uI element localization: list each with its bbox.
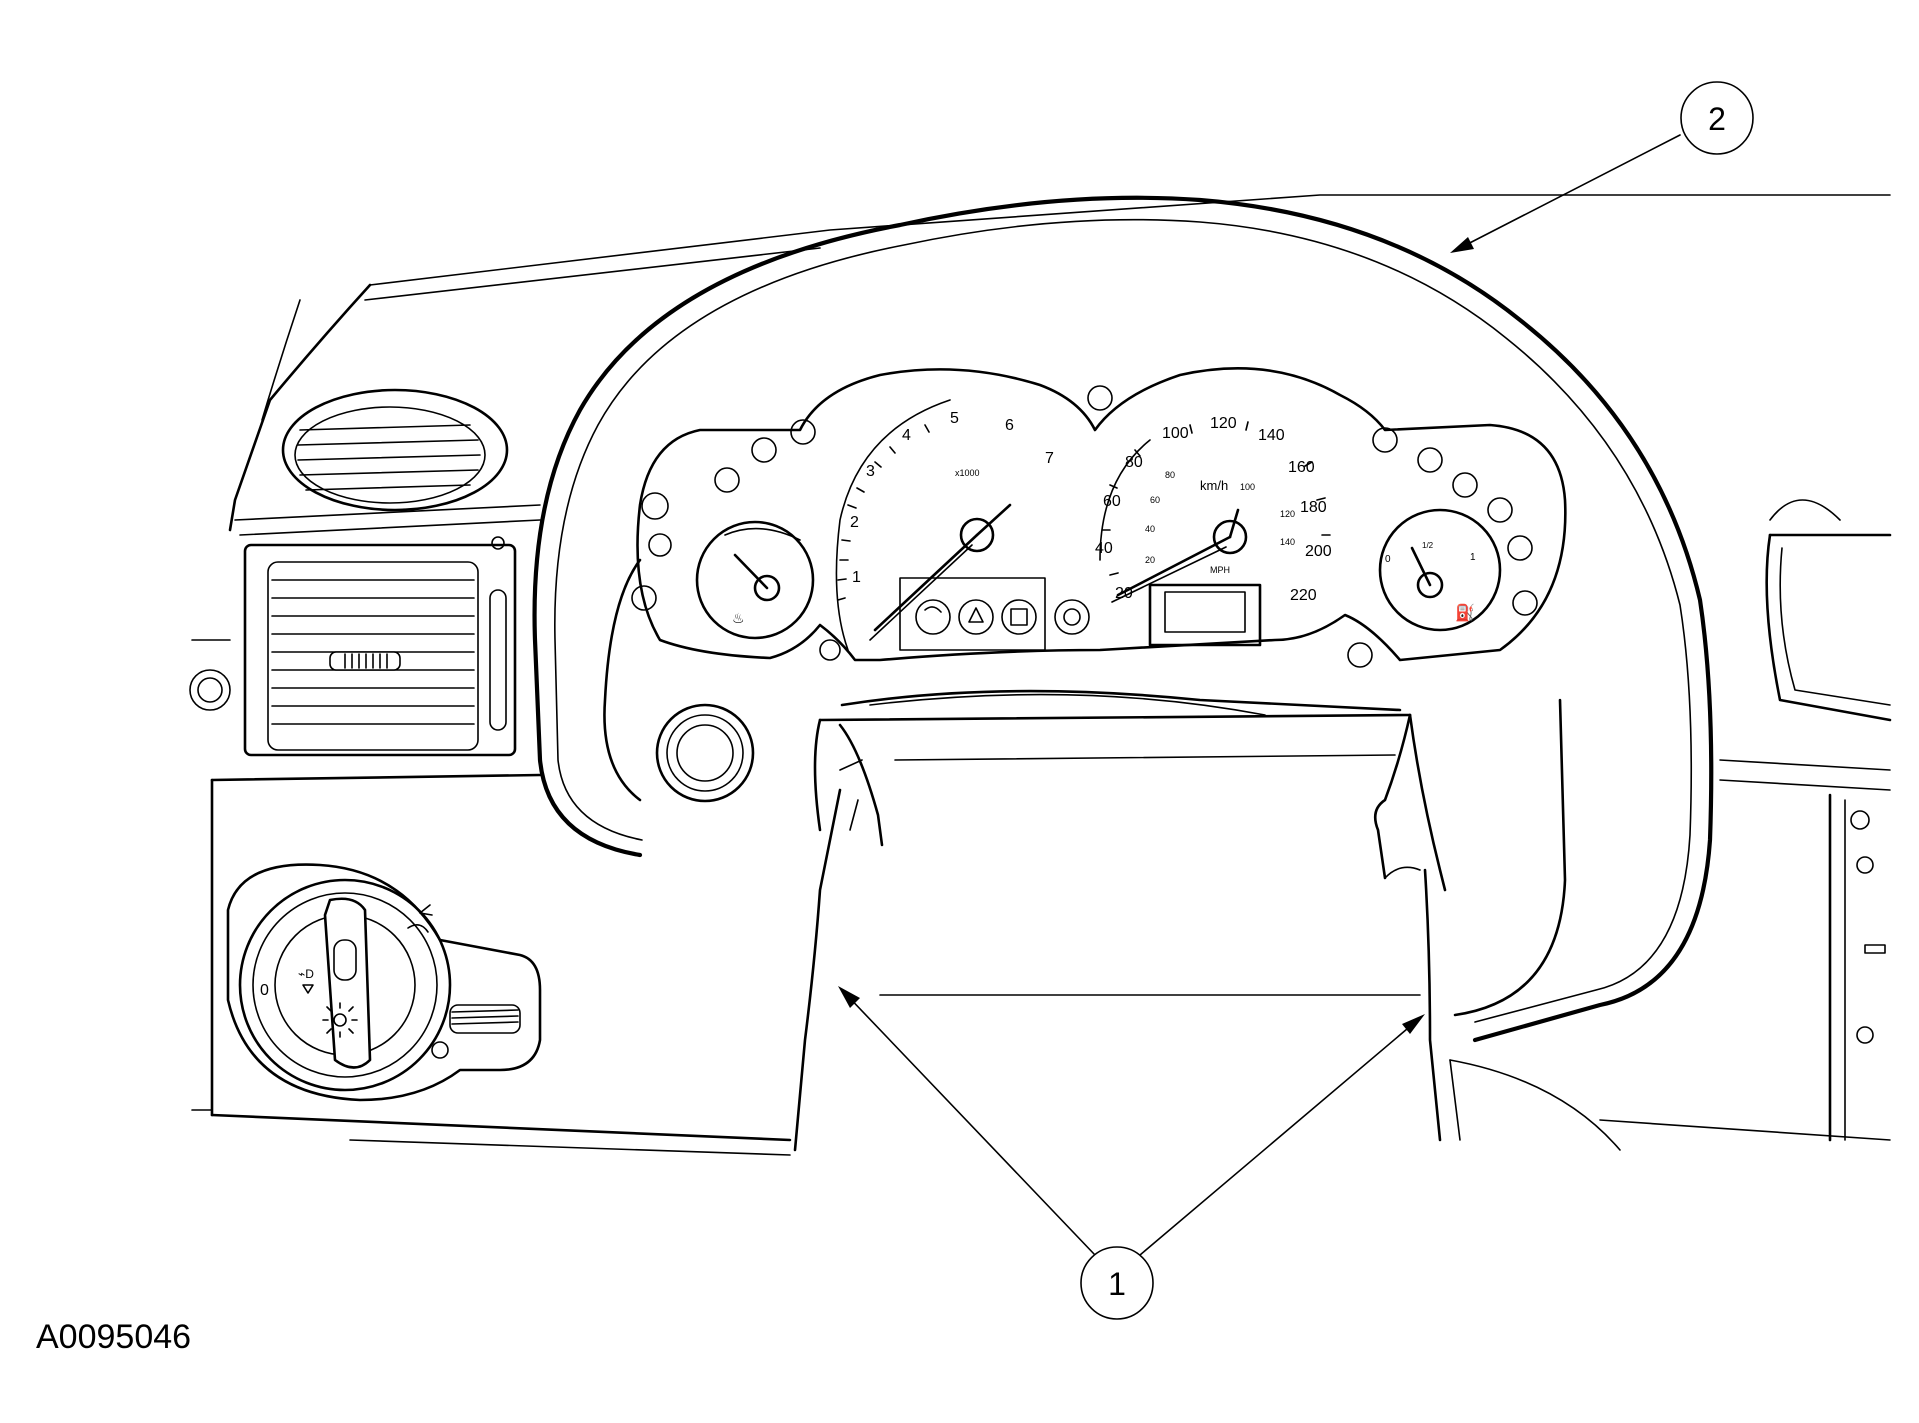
mph-60: 60 xyxy=(1150,495,1160,505)
kmh-220: 220 xyxy=(1290,587,1317,604)
kmh-40: 40 xyxy=(1095,540,1113,557)
tach-unit: x1000 xyxy=(955,468,980,478)
steering-column-shroud xyxy=(793,689,1447,1152)
tach-tick-4: 4 xyxy=(902,427,911,444)
fuel-empty-label: 0 xyxy=(1385,554,1391,565)
instrument-cluster: ♨ 1 2 3 4 5 6 7 x1000 xyxy=(631,367,1567,668)
rectangular-air-vent xyxy=(243,536,517,757)
tach-tick-3: 3 xyxy=(866,463,875,480)
kmh-100: 100 xyxy=(1162,425,1189,442)
temperature-gauge: ♨ xyxy=(695,520,815,640)
coolant-temp-icon: ♨ xyxy=(732,610,745,626)
tachometer: 1 2 3 4 5 6 7 x1000 xyxy=(835,399,1054,651)
fuel-gauge: 0 1/2 1 ⛽ xyxy=(1378,508,1502,632)
callout-1-label: 1 xyxy=(1108,1266,1126,1302)
round-air-vent xyxy=(281,388,509,512)
speedometer: 20 40 60 80 100 120 140 160 180 200 220 … xyxy=(1095,415,1332,604)
headlamp-switch: 0 ⌁D xyxy=(226,863,542,1102)
dashboard-panel xyxy=(189,194,1892,1156)
fuel-full-label: 1 xyxy=(1470,552,1476,563)
fuel-pump-icon: ⛽ xyxy=(1455,603,1475,622)
kmh-160: 160 xyxy=(1288,459,1315,476)
callout-2-label: 2 xyxy=(1708,101,1726,137)
tach-tick-6: 6 xyxy=(1005,417,1014,434)
kmh-20: 20 xyxy=(1115,585,1133,602)
mph-100: 100 xyxy=(1240,482,1255,492)
figure-code: A0095046 xyxy=(36,1318,192,1356)
mph-40: 40 xyxy=(1145,524,1155,534)
mph-140: 140 xyxy=(1280,537,1295,547)
fuel-half-label: 1/2 xyxy=(1422,541,1434,550)
tach-tick-7: 7 xyxy=(1045,450,1054,467)
mph-120: 120 xyxy=(1280,509,1295,519)
kmh-200: 200 xyxy=(1305,543,1332,560)
mph-80: 80 xyxy=(1165,470,1175,480)
kmh-80: 80 xyxy=(1125,454,1143,471)
tach-tick-5: 5 xyxy=(950,410,959,427)
headlamp-off-label: 0 xyxy=(260,982,269,999)
callout-2: 2 xyxy=(1680,81,1754,155)
kmh-120: 120 xyxy=(1210,415,1237,432)
mph-unit: MPH xyxy=(1210,565,1230,575)
kmh-180: 180 xyxy=(1300,499,1327,516)
tach-tick-2: 2 xyxy=(850,514,859,531)
mph-20: 20 xyxy=(1145,555,1155,565)
instrument-cluster-finish-panel xyxy=(532,195,1714,1043)
tach-tick-1: 1 xyxy=(852,569,861,586)
kmh-unit: km/h xyxy=(1200,478,1228,493)
callout-leaders xyxy=(838,134,1681,1256)
svg-text:⌁D: ⌁D xyxy=(298,967,314,981)
kmh-60: 60 xyxy=(1103,493,1121,510)
callout-1: 1 xyxy=(1080,1246,1154,1320)
kmh-140: 140 xyxy=(1258,427,1285,444)
